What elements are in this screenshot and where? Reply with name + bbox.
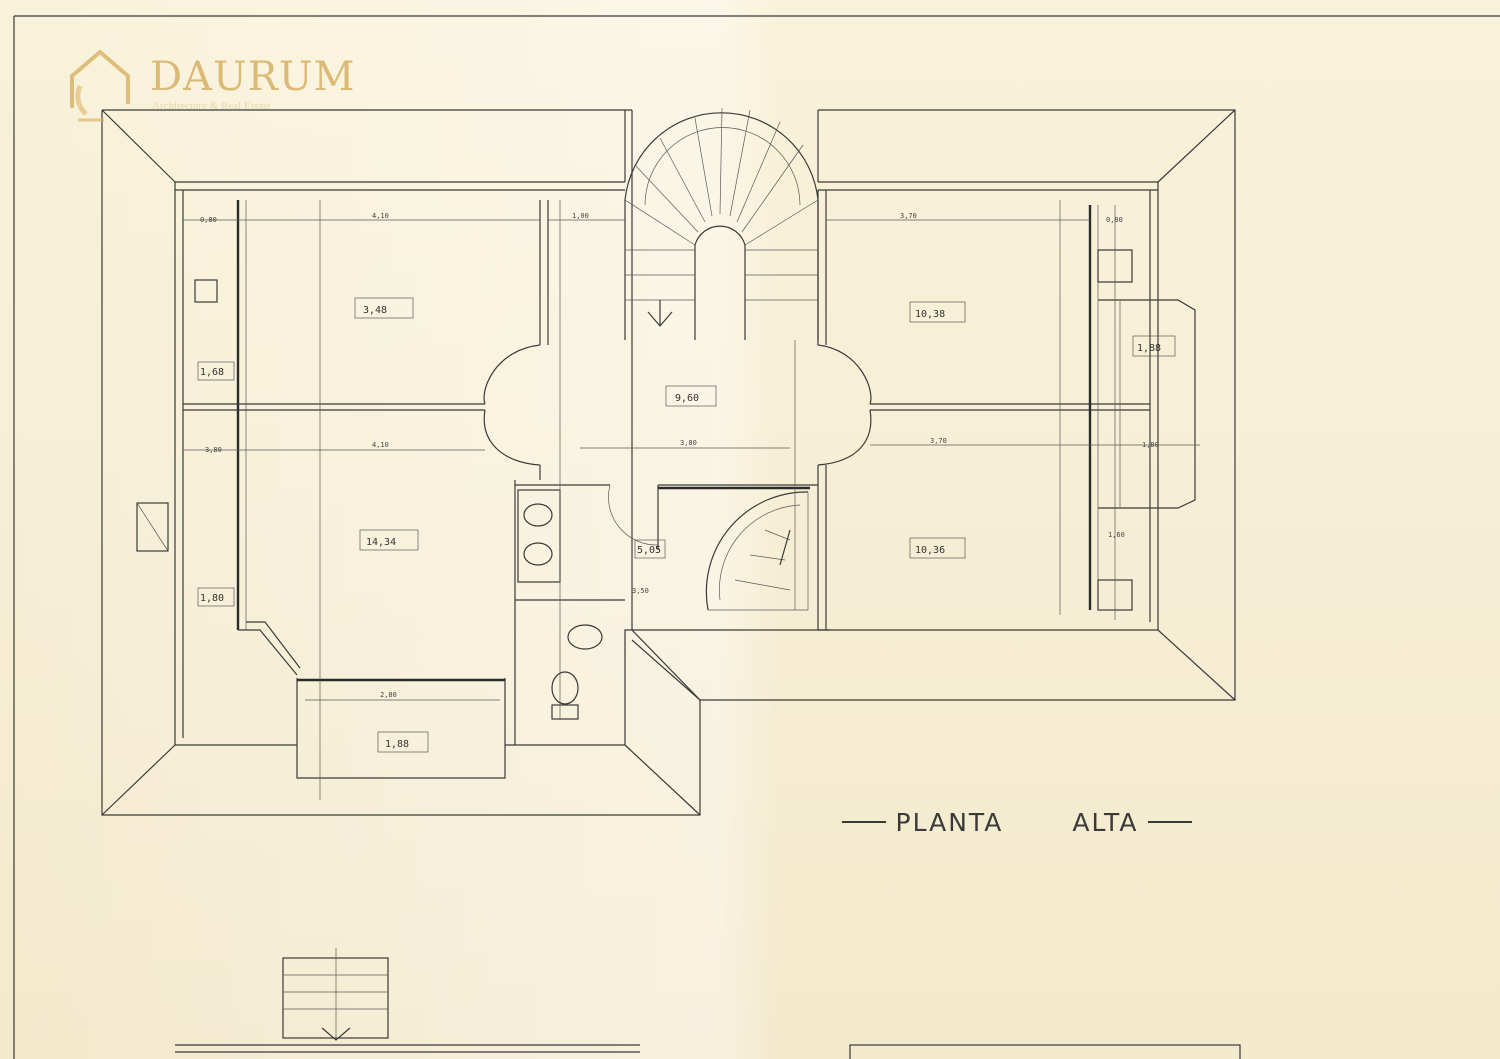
dim-label: 4,10 xyxy=(372,441,389,449)
house-logo-icon xyxy=(70,49,130,122)
dim-label: 1,60 xyxy=(1108,531,1125,539)
title-dash-left xyxy=(842,821,886,823)
roof-outline-right xyxy=(631,109,1236,701)
exterior-walls xyxy=(174,181,1159,779)
area-closet-right: 1,88 xyxy=(1137,343,1161,354)
area-labels: 3,48 14,34 9,60 10,38 10,36 5,05 1,88 1,… xyxy=(197,297,1176,753)
interior-walls xyxy=(183,190,1150,745)
dim-label: 2,80 xyxy=(380,691,397,699)
logo-wordmark: DAURUM xyxy=(150,54,356,100)
area-closet-left-top: 1,68 xyxy=(200,367,224,378)
dim-label: 3,70 xyxy=(900,212,917,220)
lower-drawing-partial xyxy=(175,948,1241,1059)
sheet-border xyxy=(13,15,1500,1059)
area-room-bottom-left: 14,34 xyxy=(366,537,396,548)
area-hall: 9,60 xyxy=(675,393,699,404)
storage xyxy=(136,249,1196,611)
dimension-values: 0,80 4,10 1,00 3,70 0,80 4,10 3,80 3,70 … xyxy=(200,212,1159,699)
dim-label: 3,80 xyxy=(205,446,222,454)
area-room-bottom-right: 10,36 xyxy=(915,545,945,556)
dim-label: 1,80 xyxy=(1142,441,1159,449)
dimension-lines xyxy=(183,200,1200,800)
dim-label: 0,80 xyxy=(200,216,217,224)
dim-label: 3,70 xyxy=(930,437,947,445)
logo-tagline: Architecture & Real Estate xyxy=(152,100,271,112)
title-dash-right xyxy=(1147,821,1192,823)
dim-label: 4,10 xyxy=(372,212,389,220)
dim-label: 0,80 xyxy=(1106,216,1123,224)
area-terrace: 1,88 xyxy=(385,739,409,750)
roof-outline-left xyxy=(101,109,701,816)
dim-label: 3,80 xyxy=(680,439,697,447)
area-bath: 5,05 xyxy=(637,545,661,556)
plan-title-word-2: ALTA xyxy=(1072,807,1139,837)
area-room-top-right: 10,38 xyxy=(915,309,945,320)
dim-label: 1,00 xyxy=(572,212,589,220)
plan-title-word-1: PLANTA xyxy=(895,807,1004,837)
plan-title: PLANTA ALTA xyxy=(842,804,1192,840)
daurum-logo: DAURUM Architecture & Real Estate xyxy=(58,46,358,126)
bathroom-fixtures xyxy=(517,484,659,720)
spiral-staircase xyxy=(624,107,819,340)
hall-bays xyxy=(483,344,872,466)
dim-label: 3,50 xyxy=(632,587,649,595)
quarter-staircase xyxy=(705,491,809,611)
area-closet-left-bottom: 1,80 xyxy=(200,593,224,604)
area-room-top-left: 3,48 xyxy=(363,305,387,316)
